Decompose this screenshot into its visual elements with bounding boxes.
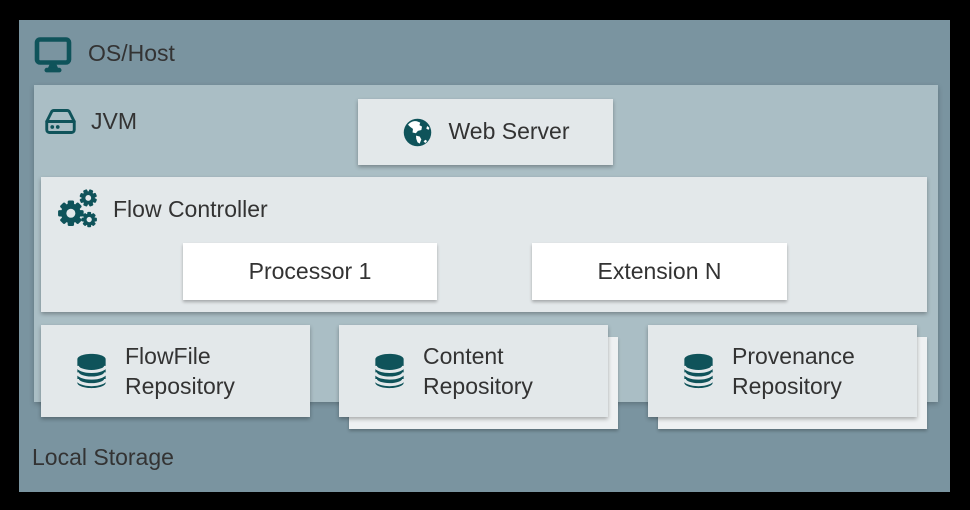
content-repository-line1: Content: [423, 343, 504, 369]
flow-controller-label: Flow Controller: [113, 195, 268, 222]
os-host-box: OS/Host JVM Web: [19, 20, 950, 492]
extension-box: Extension N: [532, 243, 787, 300]
flow-controller-box: Flow Controller Processor 1 Extension N: [41, 177, 927, 312]
extension-label: Extension N: [597, 257, 722, 284]
database-icon: [682, 353, 715, 389]
jvm-box: JVM Web Server: [34, 85, 938, 429]
jvm-header: JVM: [44, 105, 137, 138]
flowfile-repository-line1: FlowFile: [125, 343, 211, 369]
web-server-box: Web Server: [358, 99, 613, 165]
provenance-repository-box: Provenance Repository: [648, 325, 917, 417]
content-repository-label: Content Repository: [423, 341, 533, 401]
web-server-label: Web Server: [448, 118, 570, 145]
gears-icon: [58, 189, 97, 228]
os-host-label: OS/Host: [88, 40, 175, 67]
local-storage-label: Local Storage: [32, 444, 174, 470]
flowfile-repository-label: FlowFile Repository: [125, 341, 235, 401]
processor-label: Processor 1: [248, 257, 372, 284]
content-repository-box: Content Repository: [339, 325, 608, 417]
jvm-label: JVM: [91, 107, 137, 134]
provenance-repository-label: Provenance Repository: [732, 341, 855, 401]
monitor-icon: [34, 37, 72, 73]
os-host-header: OS/Host: [33, 35, 175, 73]
flow-controller-header: Flow Controller: [53, 186, 268, 233]
content-repository-line2: Repository: [423, 373, 533, 399]
processor-box: Processor 1: [183, 243, 437, 300]
flowfile-repository-box: FlowFile Repository: [41, 325, 310, 417]
database-icon: [75, 353, 108, 389]
database-icon: [373, 353, 406, 389]
hard-drive-icon: [45, 109, 76, 134]
globe-icon: [404, 118, 432, 146]
provenance-repository-line2: Repository: [732, 373, 842, 399]
flowfile-repository-line2: Repository: [125, 373, 235, 399]
provenance-repository-line1: Provenance: [732, 343, 855, 369]
